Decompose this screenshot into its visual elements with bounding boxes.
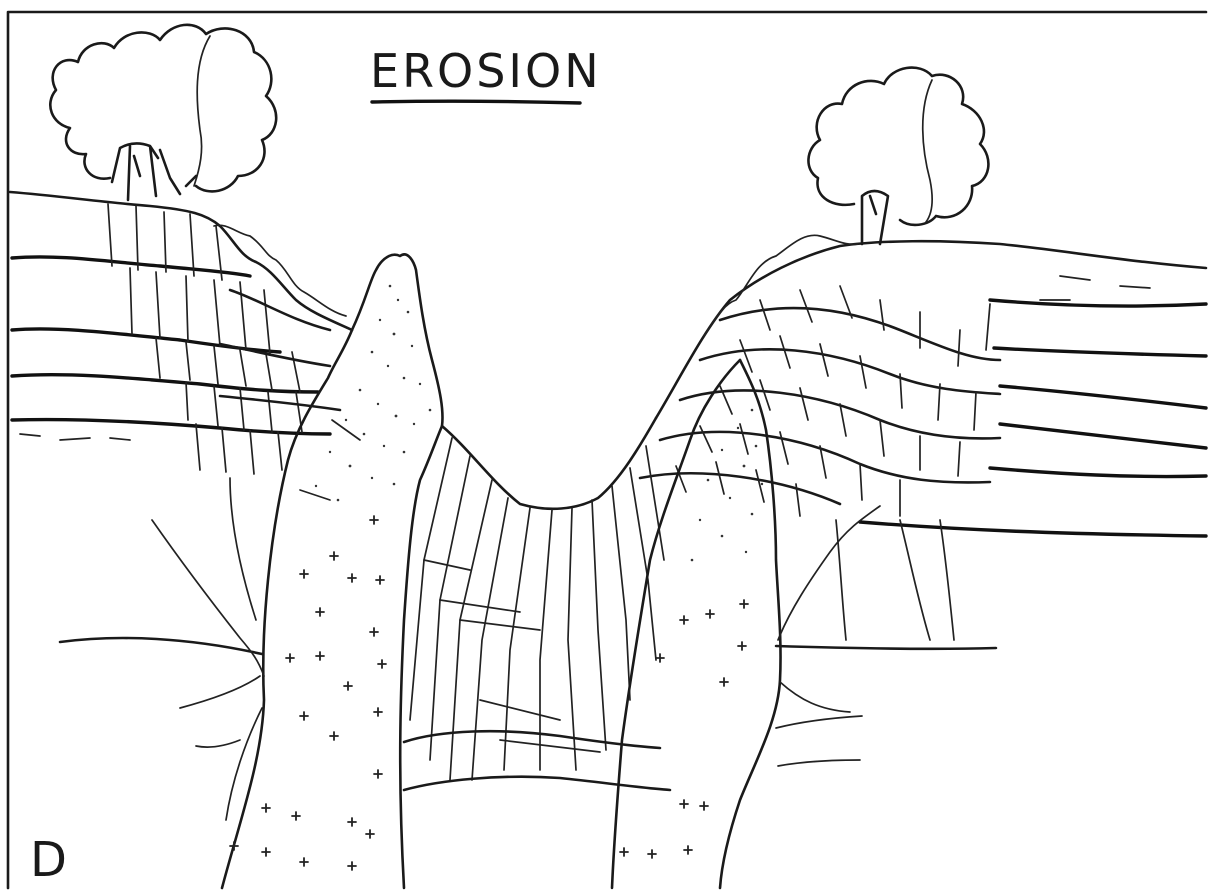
valley-cracked-rock — [404, 438, 670, 790]
title-underline — [372, 101, 580, 103]
left-tree-inner-canopy — [194, 36, 210, 186]
left-hill-surface — [10, 192, 352, 330]
valley-floor — [442, 418, 656, 509]
right-tree — [808, 68, 988, 244]
panel-label: D — [30, 832, 67, 888]
lower-strata — [60, 478, 996, 820]
right-strata — [860, 276, 1206, 536]
right-tree-canopy — [808, 68, 988, 225]
left-tree-canopy — [50, 25, 276, 192]
right-tree-inner-canopy — [923, 80, 932, 222]
frame-border — [8, 12, 1206, 888]
right-intrusion — [612, 360, 781, 888]
right-intrusion-crosses — [620, 600, 748, 858]
right-hill-vegetation — [704, 235, 858, 336]
left-intrusion-crosses — [230, 516, 386, 870]
left-hill-vegetation — [214, 225, 346, 316]
diagram-title: EROSION — [370, 44, 602, 98]
right-tree-trunk — [862, 191, 888, 244]
left-tree — [50, 25, 276, 200]
right-cracked-strata — [640, 286, 1000, 516]
left-tree-trunk — [112, 143, 196, 200]
